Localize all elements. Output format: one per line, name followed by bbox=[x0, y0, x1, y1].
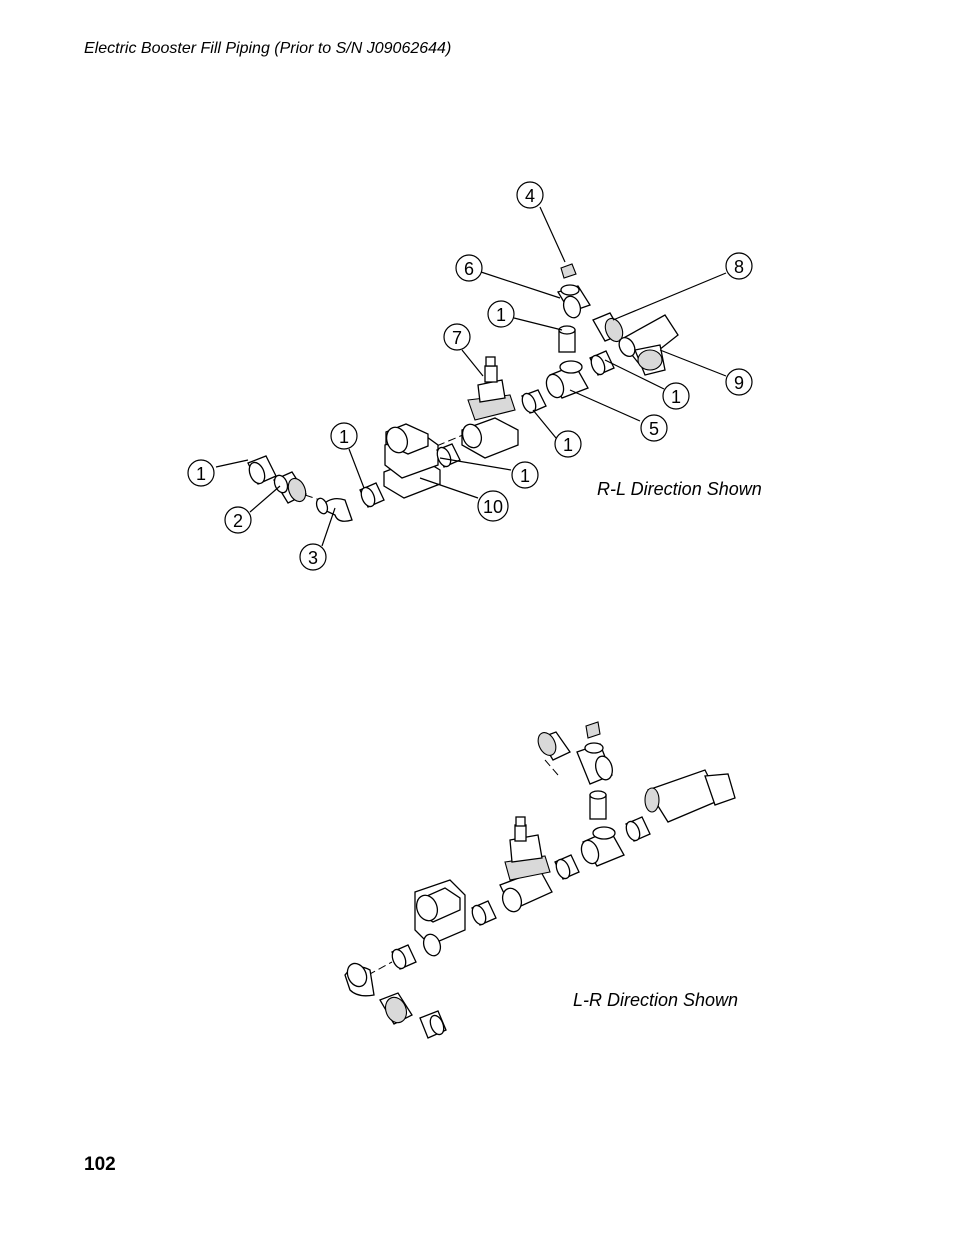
svg-text:5: 5 bbox=[649, 419, 659, 439]
callout-bubble: 5 bbox=[640, 414, 668, 442]
callout-bubble: 1 bbox=[330, 422, 358, 450]
union-part bbox=[379, 992, 413, 1025]
nipple-part bbox=[589, 350, 615, 376]
callout-bubble: 3 bbox=[299, 543, 327, 571]
union-part bbox=[537, 731, 571, 761]
nipple-part bbox=[247, 455, 277, 485]
solenoid-valve-part bbox=[414, 879, 466, 957]
callout-bubble: 6 bbox=[455, 254, 483, 282]
pressure-regulator-part bbox=[499, 816, 553, 913]
nipple-part bbox=[558, 325, 576, 353]
page-number: 102 bbox=[84, 1154, 116, 1175]
pressure-regulator-part bbox=[461, 356, 519, 459]
nipple-part bbox=[554, 854, 580, 880]
elbow-part bbox=[315, 497, 353, 522]
svg-text:1: 1 bbox=[339, 427, 349, 447]
nipple-part bbox=[471, 900, 497, 926]
nipple-part bbox=[521, 389, 547, 414]
elbow-part bbox=[344, 962, 375, 997]
svg-text:1: 1 bbox=[496, 305, 506, 325]
callout-bubble: 7 bbox=[443, 323, 471, 351]
callout-bubble: 1 bbox=[662, 382, 690, 410]
callout-bubble: 10 bbox=[477, 490, 509, 522]
nipple-part bbox=[625, 816, 651, 842]
callout-bubble: 4 bbox=[516, 181, 544, 209]
page-title: Electric Booster Fill Piping (Prior to S… bbox=[84, 40, 452, 57]
lr-piping-assembly bbox=[344, 721, 736, 1039]
callout-bubble: 1 bbox=[487, 300, 515, 328]
lr-direction-caption: L-R Direction Shown bbox=[573, 990, 739, 1010]
callout-bubble: 8 bbox=[725, 252, 753, 280]
rl-direction-caption: R-L Direction Shown bbox=[597, 479, 762, 499]
svg-text:1: 1 bbox=[563, 435, 573, 455]
svg-text:1: 1 bbox=[196, 464, 206, 484]
plug-part bbox=[585, 721, 601, 739]
svg-text:1: 1 bbox=[520, 466, 530, 486]
svg-text:10: 10 bbox=[483, 497, 503, 517]
tee-part bbox=[580, 826, 625, 867]
upper-tee-part bbox=[576, 742, 613, 785]
union-part bbox=[592, 312, 624, 343]
nipple-part bbox=[419, 1010, 447, 1039]
svg-text:9: 9 bbox=[734, 373, 744, 393]
nipple-part bbox=[589, 790, 607, 820]
callout-bubble: 1 bbox=[554, 430, 582, 458]
solenoid-valve-part bbox=[383, 423, 441, 499]
plug-part bbox=[560, 263, 577, 279]
callout-bubble: 2 bbox=[224, 506, 252, 534]
callout-bubble: 9 bbox=[725, 368, 753, 396]
svg-text:6: 6 bbox=[464, 259, 474, 279]
svg-text:3: 3 bbox=[308, 548, 318, 568]
rl-piping-assembly: 4 6 8 1 7 9 1 5 bbox=[187, 181, 753, 571]
svg-text:4: 4 bbox=[525, 186, 535, 206]
svg-text:2: 2 bbox=[233, 511, 243, 531]
upper-tee-part bbox=[557, 284, 591, 319]
callout-bubble: 1 bbox=[511, 461, 539, 489]
callout-bubble: 1 bbox=[187, 459, 215, 487]
svg-text:1: 1 bbox=[671, 387, 681, 407]
union-part bbox=[273, 471, 307, 504]
nipple-part bbox=[359, 482, 385, 508]
strainer-part bbox=[618, 314, 679, 376]
strainer-part bbox=[644, 769, 736, 823]
tee-part bbox=[545, 360, 589, 399]
svg-text:8: 8 bbox=[734, 257, 744, 277]
nipple-part bbox=[391, 944, 417, 970]
svg-text:7: 7 bbox=[452, 328, 462, 348]
nipple-part bbox=[436, 443, 461, 468]
